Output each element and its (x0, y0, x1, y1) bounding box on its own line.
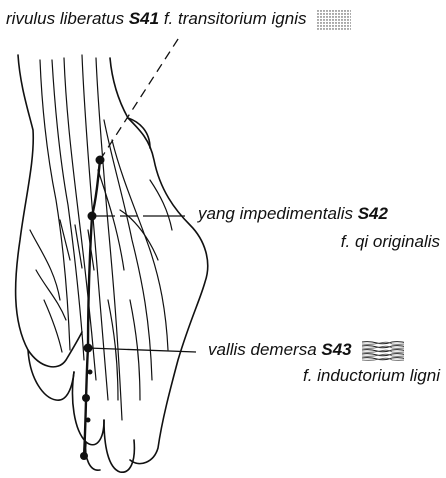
label-s41: rivulus liberatus S41 f. transitorium ig… (6, 9, 351, 30)
small-dot (86, 418, 91, 423)
point-code: S41 (129, 9, 159, 28)
point-code: S43 (321, 340, 351, 359)
small-dot (88, 370, 93, 375)
point-name: vallis demersa (208, 340, 317, 359)
foot-bones (30, 55, 172, 420)
label-s43-line1: vallis demersa S43 (208, 340, 404, 361)
point-function: f. inductorium ligni (303, 366, 440, 385)
texture-woodgrain-icon (362, 341, 404, 361)
point-s45 (80, 452, 88, 460)
leader-s41 (100, 36, 180, 160)
point-function: f. transitorium ignis (164, 9, 307, 28)
label-s42-line1: yang impedimentalis S42 (198, 204, 388, 224)
label-s42-line2: f. qi originalis (341, 232, 440, 252)
texture-dotted-icon (317, 10, 351, 30)
point-name: rivulus liberatus (6, 9, 124, 28)
label-s43-line2: f. inductorium ligni (303, 366, 440, 386)
point-name: yang impedimentalis (198, 204, 353, 223)
point-s44 (82, 394, 90, 402)
leader-lines (88, 36, 196, 352)
point-function: f. qi originalis (341, 232, 440, 251)
point-code: S42 (358, 204, 388, 223)
